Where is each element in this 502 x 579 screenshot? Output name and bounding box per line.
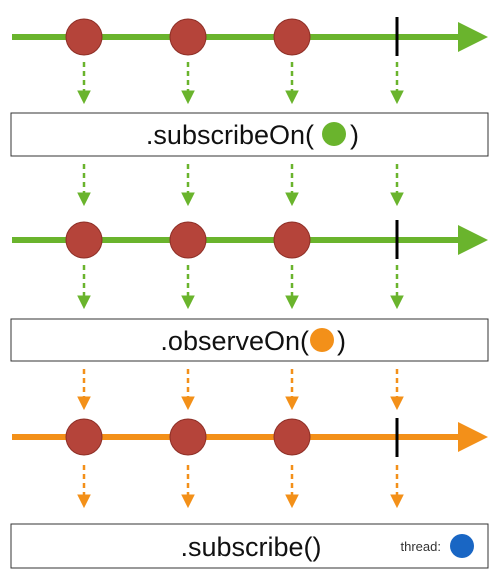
timeline-1-arrowhead: [458, 22, 488, 52]
emission-arrowhead: [285, 90, 299, 105]
emission-arrowhead: [77, 295, 91, 310]
emission-arrowhead: [390, 192, 404, 207]
subscribe-on-operator: .subscribeOn( ): [10, 112, 489, 157]
arrows-row-1: [77, 62, 404, 105]
emission-arrowhead: [77, 90, 91, 105]
timeline-3: [12, 418, 488, 457]
emission-arrowhead: [181, 396, 195, 411]
arrows-row-5: [77, 465, 404, 509]
subscribe-box: [10, 523, 489, 569]
blue-thread-icon: [450, 534, 474, 558]
marble: [169, 221, 207, 259]
green-thread-icon: [322, 122, 346, 146]
arrows-row-4: [77, 369, 404, 411]
emission-arrowhead: [77, 494, 91, 509]
emission-arrowhead: [390, 396, 404, 411]
marble: [65, 221, 103, 259]
marble: [273, 18, 311, 56]
emission-arrowhead: [181, 192, 195, 207]
emission-arrowhead: [390, 90, 404, 105]
emission-arrowhead: [285, 396, 299, 411]
timeline-3-arrowhead: [458, 422, 488, 452]
emission-arrowhead: [181, 90, 195, 105]
subscribe-on-prefix: .subscribeOn(: [146, 120, 314, 150]
emission-arrowhead: [390, 295, 404, 310]
emission-arrowhead: [285, 494, 299, 509]
observe-on-box: [10, 318, 489, 362]
arrows-row-2: [77, 164, 404, 207]
subscribe-operator: .subscribe() thread:: [10, 523, 489, 569]
emission-arrowhead: [181, 494, 195, 509]
orange-thread-icon: [310, 328, 334, 352]
emission-arrowhead: [390, 494, 404, 509]
thread-legend-label: thread:: [401, 539, 441, 554]
emission-arrowhead: [285, 192, 299, 207]
arrows-row-3: [77, 265, 404, 310]
marble: [65, 18, 103, 56]
timeline-2: [12, 220, 488, 259]
emission-arrowhead: [181, 295, 195, 310]
marble: [65, 418, 103, 456]
marble: [169, 18, 207, 56]
emission-arrowhead: [77, 192, 91, 207]
subscribe-on-box: [10, 112, 489, 157]
subscribe-label: .subscribe(): [180, 532, 321, 562]
emission-arrowhead: [285, 295, 299, 310]
observe-on-prefix: .observeOn(: [160, 326, 309, 356]
marble: [169, 418, 207, 456]
marble: [273, 418, 311, 456]
subscribe-on-suffix: ): [350, 120, 359, 150]
timeline-2-arrowhead: [458, 225, 488, 255]
marble: [273, 221, 311, 259]
timeline-1: [12, 17, 488, 56]
observe-on-operator: .observeOn( ): [10, 318, 489, 362]
observe-on-suffix: ): [337, 326, 346, 356]
emission-arrowhead: [77, 396, 91, 411]
